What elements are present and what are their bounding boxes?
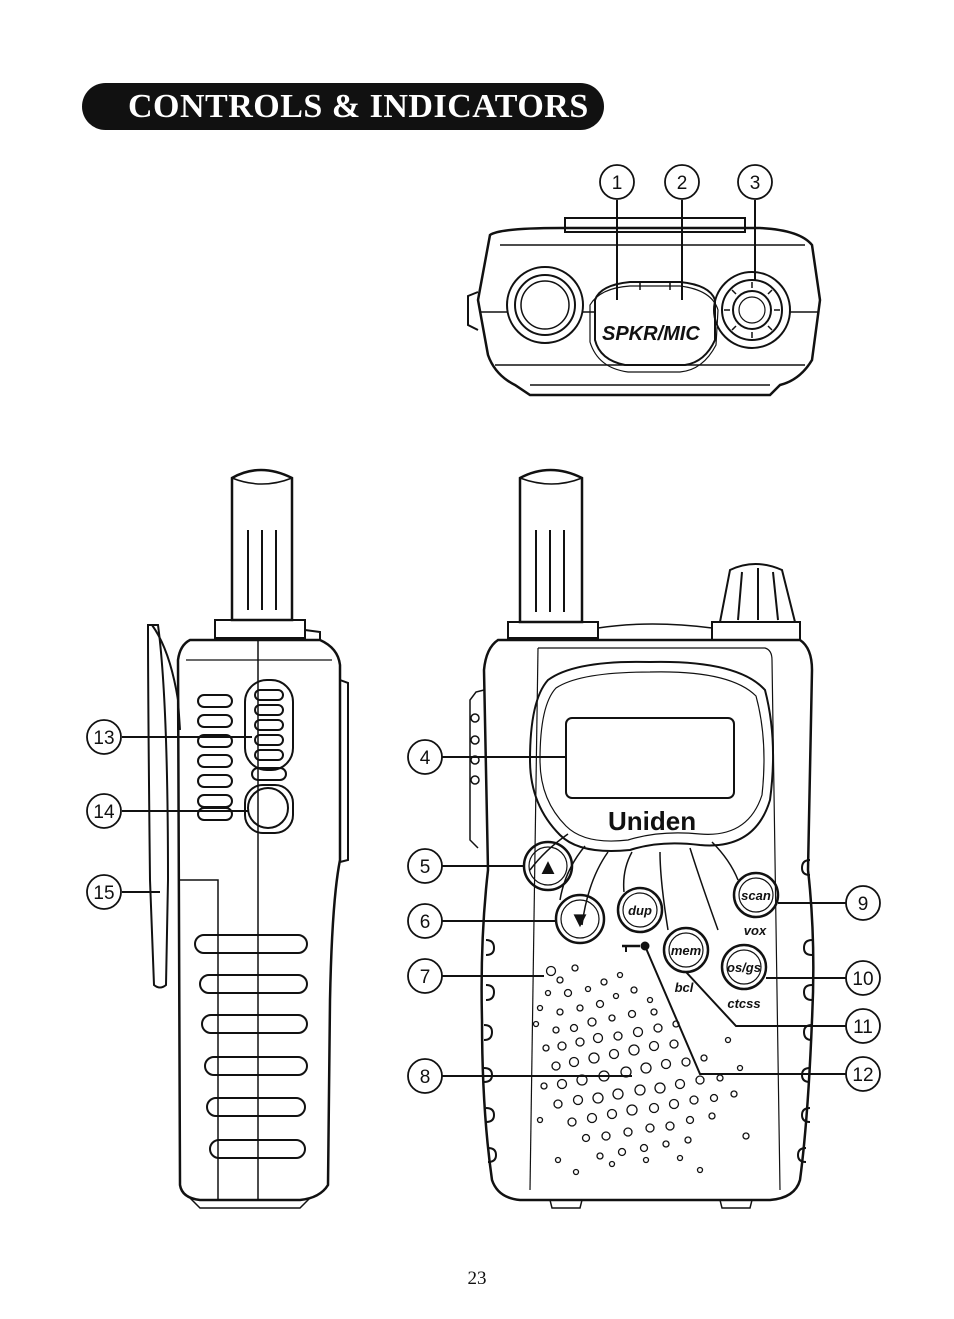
side-view xyxy=(122,468,349,1209)
up-arrow-icon: ▲ xyxy=(537,854,559,879)
top-view: SPKR/MIC xyxy=(467,200,822,397)
key-lock-icon xyxy=(622,941,650,952)
speaker-grille xyxy=(532,964,750,1176)
callout-13: 13 xyxy=(93,728,114,749)
dup-button-label: dup xyxy=(628,903,652,918)
ctcss-label: ctcss xyxy=(727,996,760,1011)
callout-4: 4 xyxy=(420,748,431,769)
section-title-bar: CONTROLS & INDICATORS xyxy=(82,83,604,130)
callout-15: 15 xyxy=(93,883,114,904)
mem-button-label: mem xyxy=(671,943,702,958)
page-title: CONTROLS & INDICATORS xyxy=(128,88,589,125)
callout-2: 2 xyxy=(677,173,688,194)
callout-1: 1 xyxy=(612,173,623,194)
callout-3: 3 xyxy=(750,173,761,194)
bcl-label: bcl xyxy=(675,980,694,995)
scan-button-label: scan xyxy=(741,888,771,903)
brand-logo-text: Uniden xyxy=(608,806,696,836)
callout-7: 7 xyxy=(420,967,431,988)
callout-numbers: 1 2 3 13 14 15 4 5 6 7 8 9 10 11 12 xyxy=(86,164,881,1094)
callout-14: 14 xyxy=(93,802,115,823)
callout-8: 8 xyxy=(420,1067,431,1088)
down-arrow-icon: ▼ xyxy=(569,907,591,932)
callout-11: 11 xyxy=(853,1017,873,1038)
page-number: 23 xyxy=(467,1268,487,1289)
osgs-button-label: os/gs xyxy=(727,960,761,975)
callout-12: 12 xyxy=(852,1065,873,1086)
vox-label: vox xyxy=(744,923,767,938)
callout-10: 10 xyxy=(852,969,873,990)
front-view: Uniden ▲ ▼ dup mem bcl scan vox os/gs c xyxy=(442,468,846,1209)
callout-5: 5 xyxy=(420,857,431,878)
callout-6: 6 xyxy=(420,912,431,933)
spkr-mic-label: SPKR/MIC xyxy=(602,323,700,345)
callout-9: 9 xyxy=(858,894,869,915)
